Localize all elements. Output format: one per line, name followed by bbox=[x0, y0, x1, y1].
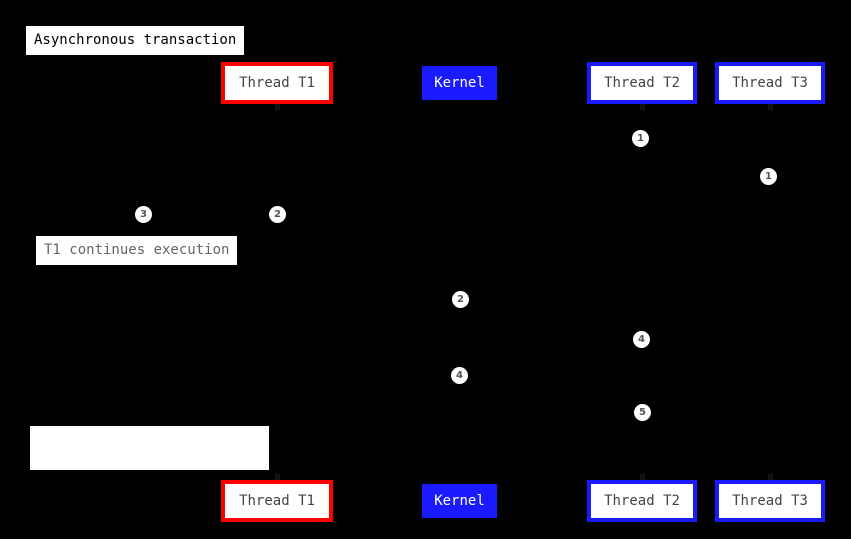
participant-label: Kernel bbox=[434, 75, 485, 91]
step-marker-4: 4 bbox=[451, 367, 468, 384]
step-marker-5: 5 bbox=[634, 404, 651, 421]
participant-label: Thread T3 bbox=[732, 75, 808, 91]
lifeline-stub bbox=[768, 104, 773, 110]
participant-label: Kernel bbox=[434, 493, 485, 509]
note-plate: T1 continues execution bbox=[36, 236, 238, 265]
diagram-title: Asynchronous transaction bbox=[26, 26, 245, 55]
step-marker-4: 4 bbox=[633, 331, 650, 348]
participant-thread-t2-bottom[interactable]: Thread T2 bbox=[587, 480, 697, 522]
step-marker-2: 2 bbox=[452, 291, 469, 308]
step-marker-2: 2 bbox=[269, 206, 286, 223]
participant-label: Thread T1 bbox=[239, 75, 315, 91]
lifeline-stub bbox=[640, 474, 645, 480]
step-marker-1: 1 bbox=[632, 130, 649, 147]
lifeline-stub bbox=[275, 474, 280, 480]
participant-thread-t3-top[interactable]: Thread T3 bbox=[715, 62, 825, 104]
participant-label: Thread T2 bbox=[604, 493, 680, 509]
participant-label: Thread T3 bbox=[732, 493, 808, 509]
participant-thread-t1-bottom[interactable]: Thread T1 bbox=[221, 480, 333, 522]
participant-thread-t1-top[interactable]: Thread T1 bbox=[221, 62, 333, 104]
step-marker-1: 1 bbox=[760, 168, 777, 185]
participant-kernel-bottom[interactable]: Kernel bbox=[422, 484, 497, 518]
participant-label: Thread T1 bbox=[239, 493, 315, 509]
participant-kernel-top[interactable]: Kernel bbox=[422, 66, 497, 100]
lifeline-stub bbox=[640, 104, 645, 110]
note-plate-blank bbox=[30, 426, 269, 470]
step-marker-3: 3 bbox=[135, 206, 152, 223]
lifeline-stub bbox=[275, 104, 280, 110]
participant-thread-t3-bottom[interactable]: Thread T3 bbox=[715, 480, 825, 522]
lifeline-stub bbox=[768, 474, 773, 480]
participant-thread-t2-top[interactable]: Thread T2 bbox=[587, 62, 697, 104]
participant-label: Thread T2 bbox=[604, 75, 680, 91]
